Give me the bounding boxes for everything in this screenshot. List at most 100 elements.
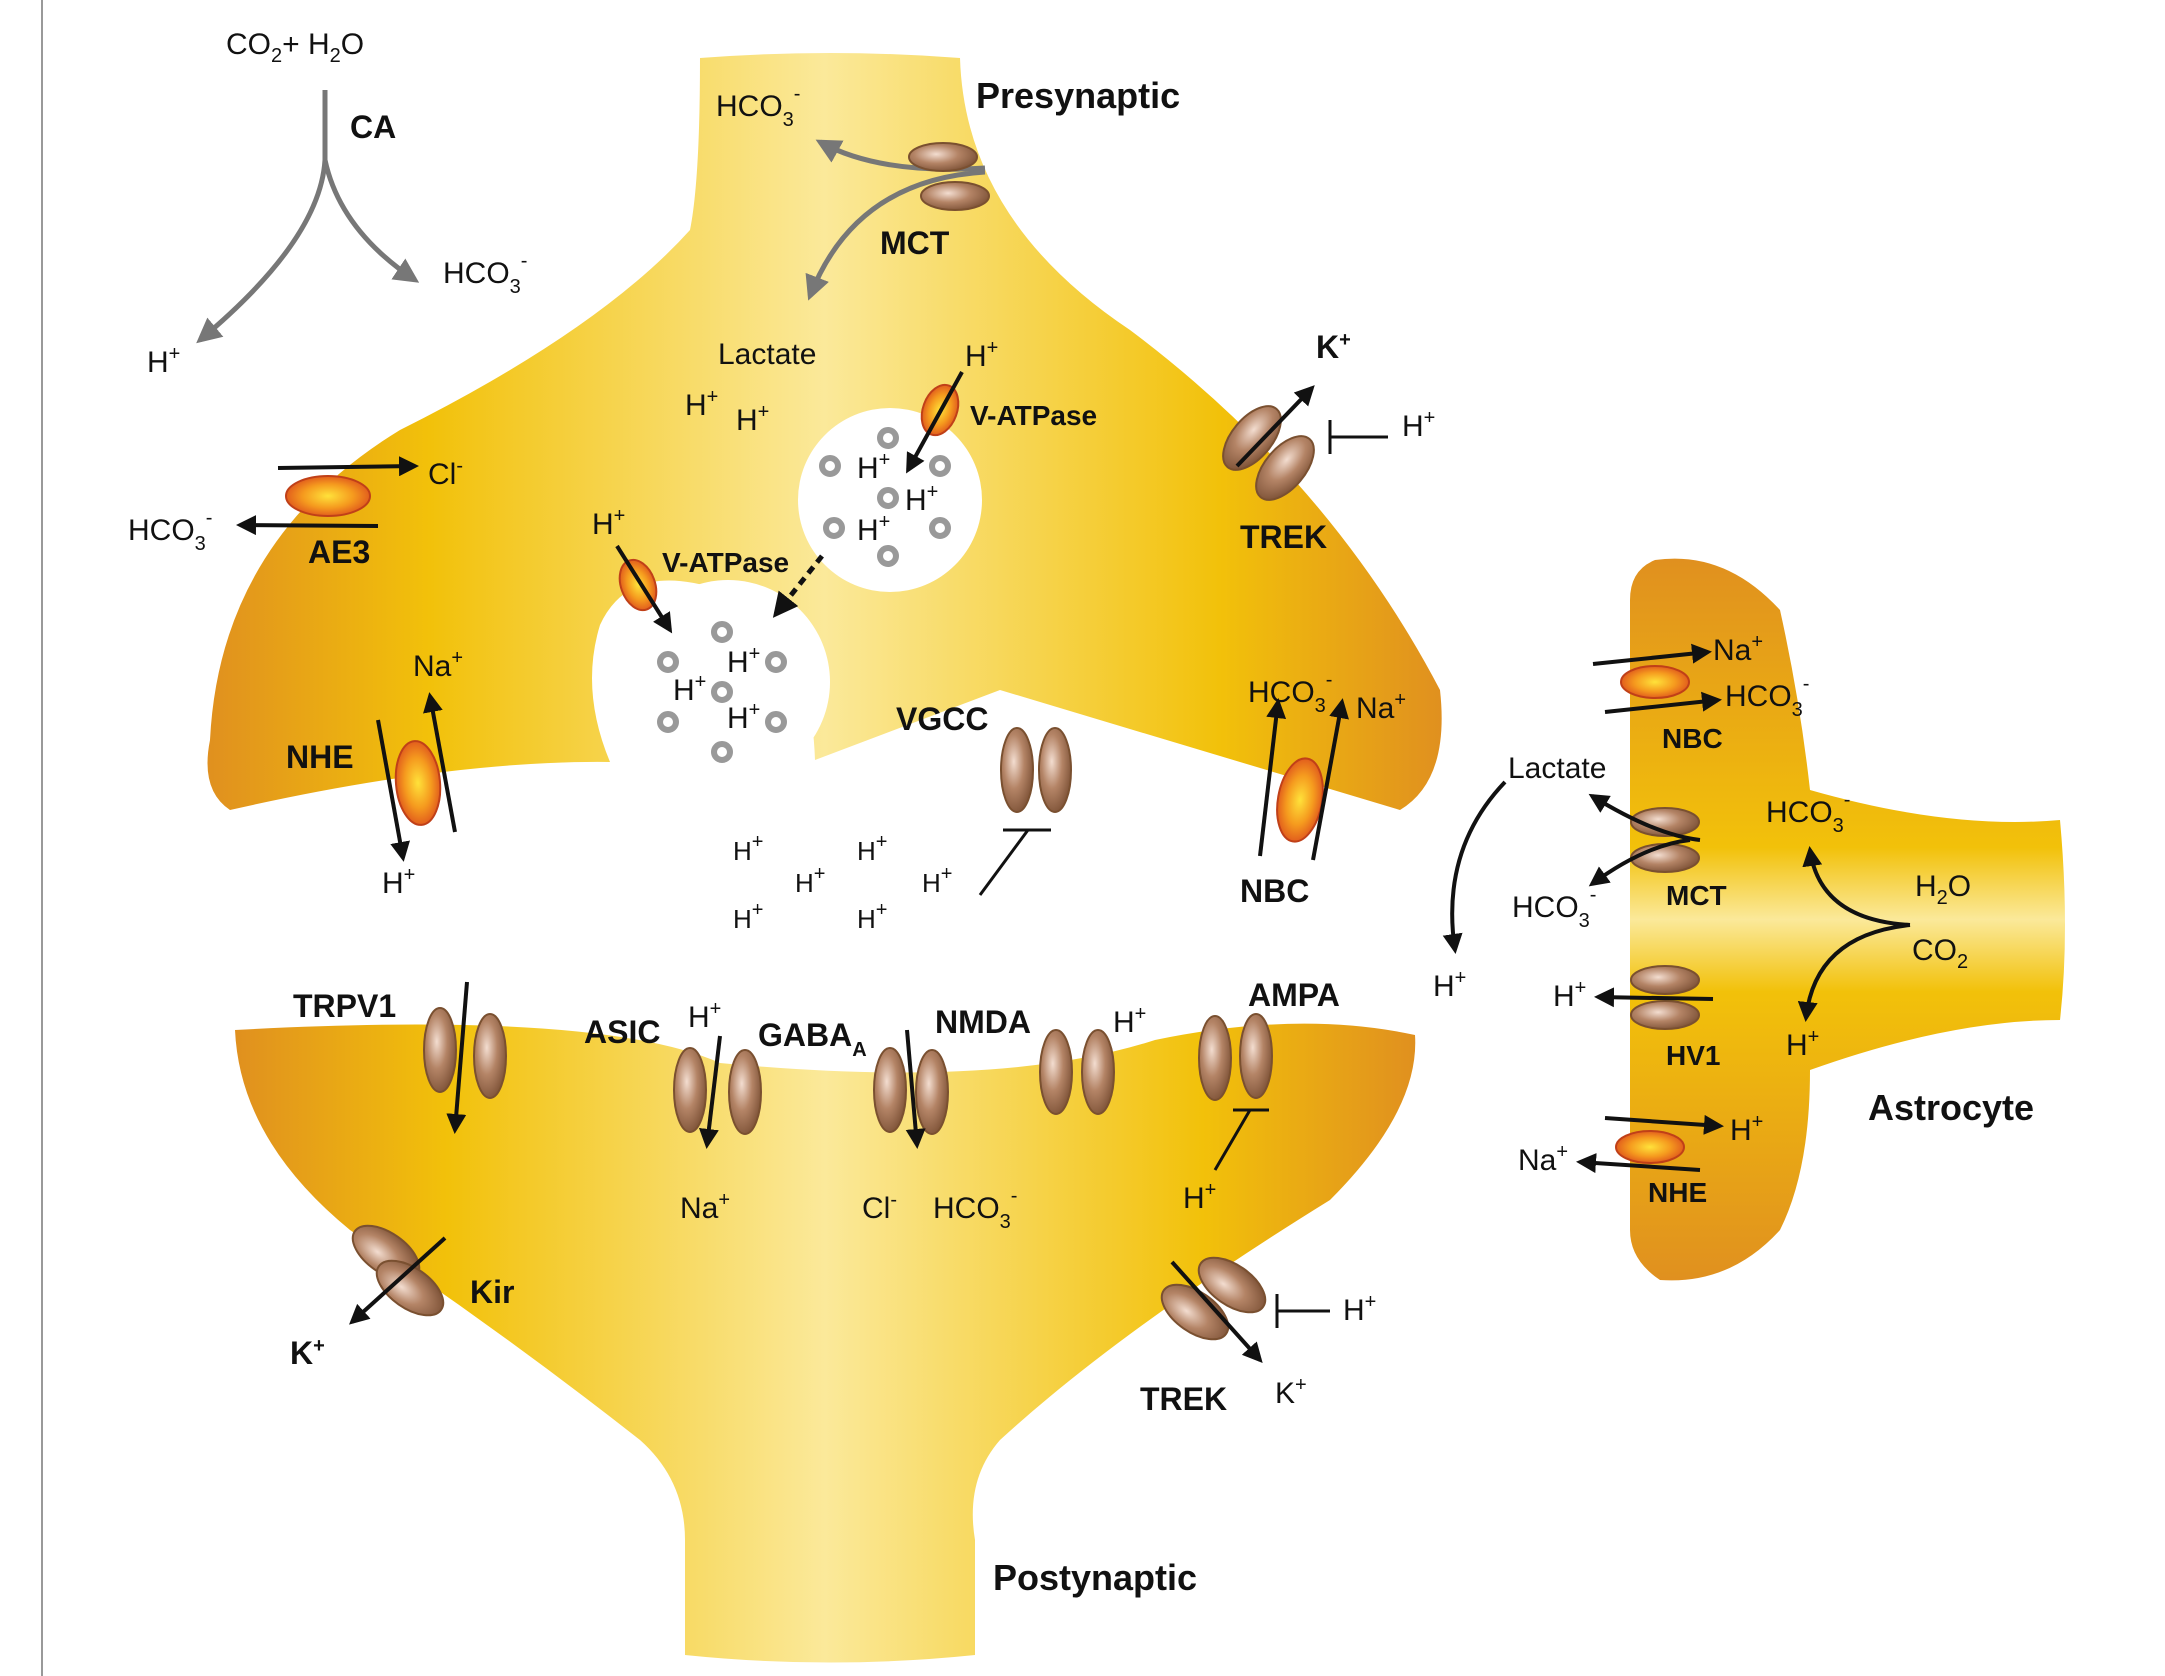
vgcc-channel: [1000, 727, 1034, 813]
h-label: H+: [147, 343, 180, 379]
ae3-transporter: [285, 475, 371, 517]
gaba-channel: [873, 1047, 907, 1133]
cl-label: Cl-: [862, 1189, 897, 1225]
asic-channel: [673, 1047, 707, 1133]
na-label: Na+: [680, 1189, 730, 1225]
hv1-channel: [1630, 1000, 1700, 1030]
h-label: H+: [857, 899, 887, 934]
h-label: H+: [733, 831, 763, 866]
h-label: H+: [922, 863, 952, 898]
trek-pre-channel: [1255, 435, 1315, 501]
k-label: K+: [290, 1335, 325, 1371]
nhe-label: NHE: [286, 739, 354, 775]
h-label: H+: [733, 899, 763, 934]
gaba-label: GABAA: [758, 1017, 867, 1061]
synaptic-vesicle: [798, 408, 982, 592]
nmda-label: NMDA: [935, 1004, 1031, 1040]
hco3-label: HCO3-: [716, 83, 800, 131]
h-label: H+: [965, 337, 998, 373]
hv1-channel: [1630, 965, 1700, 995]
ae3-label: AE3: [308, 534, 370, 570]
vgcc-label: VGCC: [896, 701, 988, 737]
na-label: Na+: [1713, 631, 1763, 667]
h-label: H+: [857, 831, 887, 866]
na-label: Na+: [1356, 689, 1406, 725]
h-label: H+: [857, 511, 890, 547]
nbc-label: NBC: [1662, 723, 1723, 754]
hco3-label: HCO3-: [1766, 789, 1850, 837]
hco3-label: HCO3-: [1248, 669, 1332, 717]
v-atpase-label: V-ATPase: [662, 547, 789, 578]
flux-arrows: [236, 371, 1911, 1363]
nhe-astro-transporter: [1615, 1130, 1685, 1164]
synaptic-vesicle: [626, 580, 830, 784]
h-label: H+: [1113, 1003, 1146, 1039]
h-label: H+: [1402, 407, 1435, 443]
postsynaptic-terminal: [235, 1023, 1416, 1663]
gaba-channel: [915, 1049, 949, 1135]
trek-pre-channel: [1222, 405, 1282, 471]
hco3-label: HCO3-: [933, 1185, 1017, 1233]
ampa-channel: [1198, 1015, 1232, 1101]
h-label: H+: [1553, 977, 1586, 1013]
co2-h2o-label: CO2+ H2O: [226, 28, 364, 67]
h-label: H+: [905, 481, 938, 517]
trek-label: TREK: [1140, 1381, 1227, 1417]
trek-post-channel: [1160, 1283, 1230, 1341]
vesicle-contents: [657, 427, 951, 763]
h-label: H+: [1730, 1111, 1763, 1147]
h-label: H+: [736, 401, 769, 437]
v-atpase-lower: [618, 558, 658, 612]
nmda-channel: [1039, 1029, 1073, 1115]
asic-label: ASIC: [584, 1014, 660, 1050]
h-label: H+: [795, 863, 825, 898]
na-label: Na+: [413, 647, 463, 683]
mct-pre-channel: [908, 142, 978, 172]
h-label: H+: [727, 643, 760, 679]
h-label: H+: [1183, 1179, 1216, 1215]
lactate-label: Lactate: [718, 338, 816, 371]
h-label: H+: [592, 505, 625, 541]
nhe-pre-transporter: [394, 740, 442, 826]
nmda-channel: [1081, 1029, 1115, 1115]
mct-label: MCT: [880, 225, 950, 261]
k-label: K+: [1275, 1374, 1307, 1410]
nbc-astro-transporter: [1620, 665, 1690, 699]
trek-post-channel: [1197, 1256, 1267, 1314]
trpv1-label: TRPV1: [293, 988, 396, 1024]
hco3-label: HCO3-: [128, 507, 212, 555]
ampa-channel: [1239, 1013, 1273, 1099]
h-label: H+: [382, 864, 415, 900]
h-label: H+: [685, 386, 718, 422]
ca-label: CA: [350, 109, 396, 145]
h-label: H+: [1786, 1026, 1819, 1062]
presynaptic-label: Presynaptic: [976, 75, 1180, 116]
labels: CO2+ H2O CA HCO3- H+ Presynaptic HCO3- M…: [128, 28, 2034, 1598]
trpv1-channel: [423, 1007, 457, 1093]
h-label: H+: [727, 699, 760, 735]
mct-astro-channel: [1630, 807, 1700, 837]
vgcc-channel: [1038, 727, 1072, 813]
nhe-label: NHE: [1648, 1177, 1707, 1208]
k-label: K+: [1316, 329, 1351, 365]
hco3-label: HCO3-: [443, 250, 527, 298]
presynaptic-terminal: [207, 53, 1442, 810]
ampa-label: AMPA: [1248, 977, 1340, 1013]
asic-channel: [728, 1049, 762, 1135]
cl-label: Cl-: [428, 455, 463, 491]
co2-label: CO2: [1912, 934, 1968, 973]
lactate-label: Lactate: [1508, 752, 1606, 785]
trek-label: TREK: [1240, 519, 1327, 555]
hco3-label: HCO3-: [1725, 673, 1809, 721]
kir-channel: [375, 1259, 445, 1317]
trpv1-channel: [473, 1013, 507, 1099]
na-label: Na+: [1518, 1141, 1568, 1177]
astrocyte-process: [1630, 558, 2065, 1281]
inhibition-lines: [978, 420, 1388, 1328]
kir-label: Kir: [470, 1274, 514, 1310]
h-label: H+: [857, 449, 890, 485]
v-atpase-label: V-ATPase: [970, 400, 1097, 431]
transporters: [285, 383, 1690, 1164]
hco3-label: HCO3-: [1512, 884, 1596, 932]
